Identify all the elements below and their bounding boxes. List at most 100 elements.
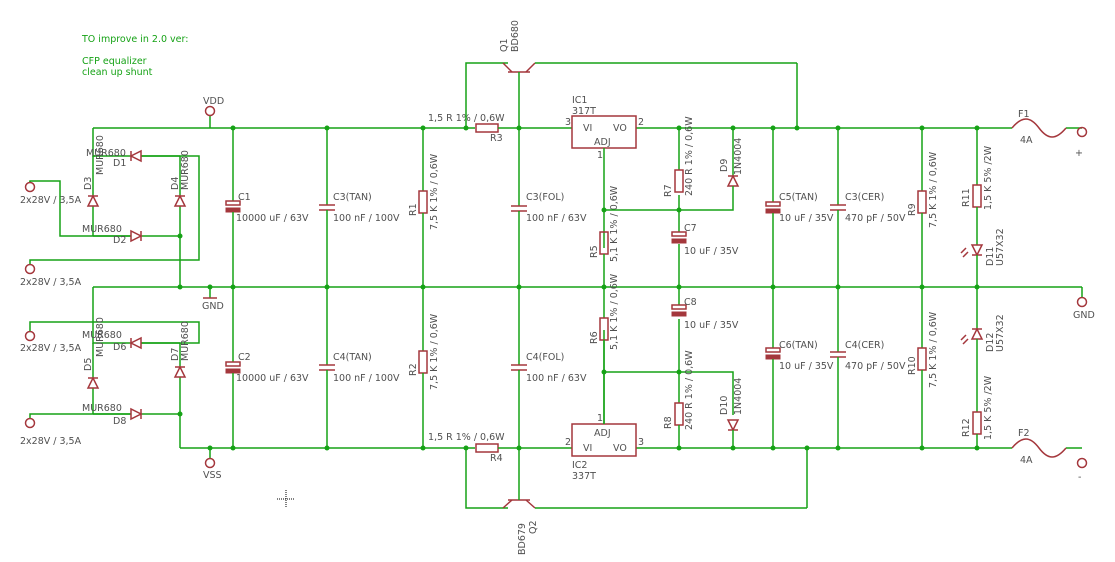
crosshair-cursor-icon [277, 490, 295, 508]
diode-d10-value: 1N4004 [733, 378, 744, 415]
resistor-r6-value: 5,1 K 1% / 0,6W [609, 273, 620, 350]
resistor-r4[interactable] [475, 443, 499, 453]
diode-d5[interactable] [86, 376, 100, 389]
diode-d9-value: 1N4004 [733, 138, 744, 175]
transistor-q1-value: BD680 [510, 20, 521, 52]
capacitor-c1[interactable] [225, 128, 241, 287]
resistor-r1[interactable] [418, 128, 428, 287]
diode-d7-value: MUR680 [180, 321, 191, 361]
led-d12-value: U57X32 [995, 314, 1006, 352]
capacitor-c5-tan[interactable] [765, 128, 781, 287]
capacitor-c4-fol-name: C4(FOL) [526, 352, 564, 363]
regulator-ic2-pin2: 2 [565, 437, 571, 448]
transistor-q1[interactable] [465, 62, 798, 206]
diode-d9-name: D9 [719, 159, 730, 172]
note-title: TO improve in 2.0 ver: [81, 34, 188, 45]
capacitor-c6-tan[interactable] [765, 287, 781, 448]
input-label-4: 2x28V / 3,5A [20, 436, 82, 447]
capacitor-c6-tan-value: 10 uF / 35V [779, 361, 834, 372]
capacitor-c4-tan-value: 100 nF / 100V [333, 373, 400, 384]
capacitor-c3-fol-value: 100 nF / 63V [526, 213, 587, 224]
capacitor-c7[interactable] [671, 231, 687, 244]
regulator-ic1-pin2: 2 [638, 117, 644, 128]
regulator-ic1[interactable] [571, 115, 637, 248]
transistor-q2[interactable] [465, 448, 808, 509]
output-gnd-terminal[interactable] [1076, 296, 1088, 308]
regulator-ic2-vo: VO [613, 443, 627, 454]
capacitor-c3-cer[interactable] [830, 128, 846, 287]
capacitor-c4-fol-value: 100 nF / 63V [526, 373, 587, 384]
fuse-f2[interactable] [1011, 438, 1067, 458]
capacitor-c4-cer[interactable] [830, 287, 846, 448]
capacitor-c3-fol[interactable] [511, 205, 527, 287]
capacitor-c7-value: 10 uF / 35V [684, 246, 739, 257]
vss-terminal[interactable] [204, 457, 216, 469]
resistor-r7[interactable] [674, 128, 684, 193]
capacitor-c8-value: 10 uF / 35V [684, 320, 739, 331]
capacitor-c4-fol[interactable] [511, 287, 527, 448]
vdd-terminal[interactable] [204, 105, 216, 117]
capacitor-c3-tan[interactable] [319, 128, 335, 287]
led-d12[interactable] [960, 287, 984, 412]
capacitor-c4-tan[interactable] [319, 287, 335, 448]
diode-d8[interactable] [130, 407, 143, 421]
regulator-ic1-vo: VO [613, 123, 627, 134]
diode-d1[interactable] [129, 149, 142, 163]
input-label-2: 2x28V / 3,5A [20, 277, 82, 288]
resistor-r7-name: R7 [663, 184, 674, 197]
resistor-r6-name: R6 [589, 331, 600, 344]
resistor-r10[interactable] [917, 287, 927, 448]
fuse-f1-value: 4A [1020, 135, 1033, 146]
diode-d10[interactable] [726, 419, 740, 448]
diode-d7[interactable] [173, 365, 187, 378]
resistor-r5-value: 5,1 K 1% / 0,6W [609, 185, 620, 262]
resistor-r3[interactable] [475, 123, 499, 133]
resistor-r12[interactable] [972, 411, 982, 448]
resistor-r8-value: 240 R 1% / 0,6W [684, 350, 695, 430]
led-d11-value: U57X32 [995, 228, 1006, 266]
resistor-r11-value: 1,5 K 5% /2W [983, 145, 994, 210]
diode-d8-name: D8 [113, 416, 126, 427]
regulator-ic1-name: IC1 [572, 95, 587, 106]
resistor-r9-value: 7,5 K 1% / 0,6W [928, 151, 939, 228]
diode-d3[interactable] [86, 194, 100, 207]
input-terminal-2[interactable] [24, 155, 200, 275]
resistor-r10-name: R10 [907, 356, 918, 375]
diode-d4-name: D4 [170, 177, 181, 190]
led-d11[interactable] [960, 244, 984, 287]
diode-d9[interactable] [726, 128, 740, 190]
fuse-f2-name: F2 [1018, 428, 1030, 439]
input-terminal-1[interactable] [24, 180, 132, 237]
resistor-r8-name: R8 [663, 416, 674, 429]
resistor-r8[interactable] [674, 402, 684, 448]
capacitor-c2[interactable] [225, 287, 241, 448]
diode-d6[interactable] [129, 336, 142, 350]
regulator-ic2-pin3: 3 [638, 437, 644, 448]
vss-label: VSS [203, 470, 222, 481]
diode-d2[interactable] [130, 229, 143, 243]
capacitor-c4-cer-name: C4(CER) [845, 340, 884, 351]
regulator-ic1-value: 317T [572, 106, 596, 117]
resistor-r1-name: R1 [408, 203, 419, 216]
output-plus-terminal[interactable] [1076, 126, 1088, 138]
output-minus-label: - [1078, 472, 1081, 483]
resistor-r9[interactable] [917, 128, 927, 287]
resistor-r5[interactable] [599, 231, 609, 287]
capacitor-c8[interactable] [671, 304, 687, 317]
diode-d4[interactable] [173, 194, 187, 207]
note-line-1: CFP equalizer [82, 56, 147, 67]
resistor-r2[interactable] [418, 287, 428, 448]
capacitor-c7-name: C7 [684, 223, 697, 234]
diode-d5-value: MUR680 [95, 317, 106, 357]
capacitor-c3-cer-value: 470 pF / 50V [845, 213, 906, 224]
input-label-1: 2x28V / 3,5A [20, 195, 82, 206]
junctions [177, 125, 980, 451]
transistor-q2-value: BD679 [517, 523, 528, 555]
resistor-r6[interactable] [599, 287, 609, 424]
resistor-r11[interactable] [972, 128, 982, 245]
capacitor-c6-tan-name: C6(TAN) [779, 340, 818, 351]
output-minus-terminal[interactable] [1076, 457, 1088, 469]
fuse-f1[interactable] [1011, 118, 1067, 138]
input-label-3: 2x28V / 3,5A [20, 343, 82, 354]
output-gnd-label: GND [1073, 310, 1095, 321]
